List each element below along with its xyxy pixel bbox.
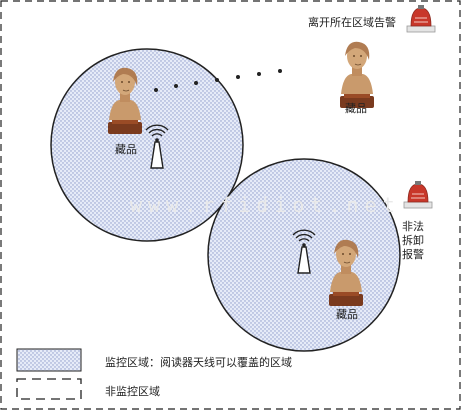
label-collection-right: 藏品 [336,308,358,321]
legend-unmonitored-label: 非监控区域 [105,385,160,398]
label-collection-left: 藏品 [115,143,137,156]
collection-bust-top-right [339,41,375,109]
movement-path [154,69,282,92]
label-alarm-leave-area: 离开所在区域告警 [308,16,396,29]
label-alarm-illegal-line3: 报警 [402,248,424,261]
label-collection-top-right: 藏品 [345,102,367,115]
watermark-text: www.rfidiot.net [130,193,401,217]
monitored-zone-left [50,48,244,242]
legend-unmonitored-swatch [16,378,82,400]
label-alarm-illegal-removal: 非法 拆卸 报警 [402,220,424,262]
legend-monitored-swatch [16,348,82,372]
label-alarm-illegal-line2: 拆卸 [402,234,424,247]
alarm-light-side-icon [403,180,433,209]
label-alarm-illegal-line1: 非法 [402,220,424,233]
alarm-light-top-icon [406,4,436,33]
legend-monitored-label: 监控区域：阅读器天线可以覆盖的区域 [105,356,292,369]
